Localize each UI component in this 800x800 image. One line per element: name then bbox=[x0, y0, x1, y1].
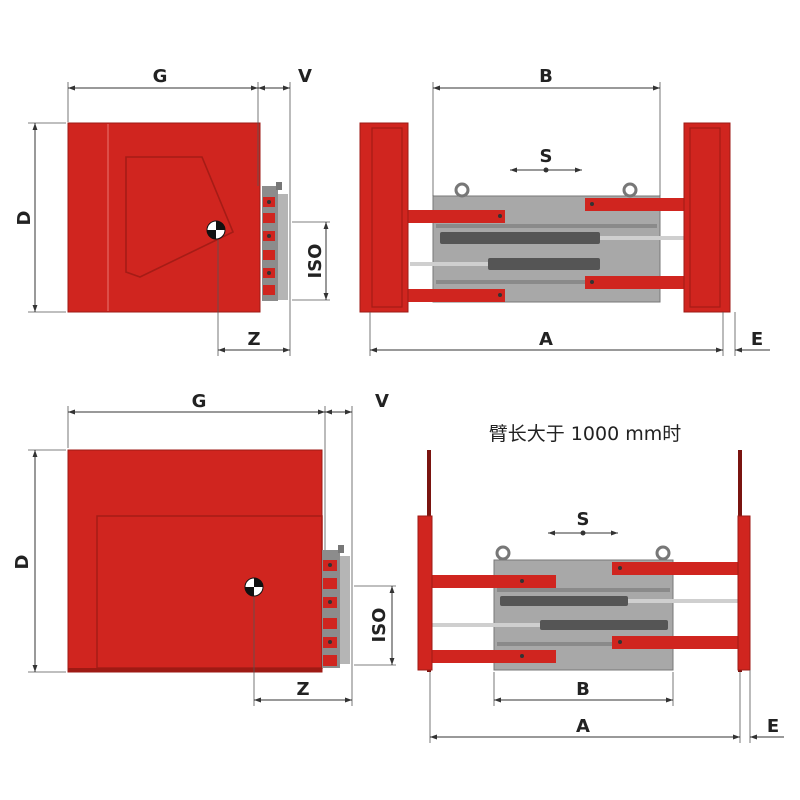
side-view-bottom: G V D ISO Z bbox=[12, 391, 396, 706]
label-g: G bbox=[153, 66, 168, 87]
load-box-inner bbox=[96, 515, 323, 669]
label-d: D bbox=[12, 555, 33, 570]
label-v: V bbox=[375, 391, 389, 412]
label-iso: ISO bbox=[369, 608, 390, 643]
center-of-gravity-marker bbox=[244, 577, 264, 597]
clamp-arm-left-upper bbox=[432, 575, 556, 588]
hydraulic-cylinder-upper bbox=[440, 232, 600, 244]
label-iso: ISO bbox=[305, 244, 326, 279]
label-b: B bbox=[539, 66, 553, 87]
hydraulic-cylinder-lower bbox=[540, 620, 668, 630]
front-view-bottom: 臂长大于 1000 mm时 bbox=[417, 423, 784, 743]
clamp-pad-right bbox=[683, 122, 731, 313]
label-s: S bbox=[540, 146, 553, 167]
box-trapezoid-panel bbox=[125, 156, 235, 278]
hydraulic-cylinder-upper bbox=[500, 596, 628, 606]
clamp-arm-right-upper bbox=[585, 198, 687, 211]
label-d: D bbox=[14, 211, 35, 226]
clamp-arm-right-lower bbox=[612, 636, 738, 649]
lifting-hook-right bbox=[622, 182, 638, 198]
hydraulic-cylinder-lower bbox=[488, 258, 600, 270]
label-e: E bbox=[751, 329, 763, 350]
clamp-arm-right-lower bbox=[585, 276, 687, 289]
side-view-top: G V D ISO Z bbox=[14, 66, 330, 356]
clamp-arm-left-lower bbox=[432, 650, 556, 663]
label-z: Z bbox=[247, 329, 260, 350]
lifting-hook-left bbox=[495, 545, 511, 561]
mounting-bracket bbox=[262, 182, 288, 301]
label-s: S bbox=[577, 509, 590, 530]
clamp-arm-left-long bbox=[417, 450, 433, 672]
clamp-arm-right-upper bbox=[612, 562, 738, 575]
clamp-arm-right-long bbox=[737, 450, 751, 672]
mounting-bracket bbox=[322, 545, 350, 668]
lifting-hook-right bbox=[655, 545, 671, 561]
label-a: A bbox=[576, 716, 590, 737]
label-z: Z bbox=[296, 679, 309, 700]
lifting-hook-left bbox=[454, 182, 470, 198]
label-v: V bbox=[298, 66, 312, 87]
clamp-arm-left-upper bbox=[405, 210, 505, 223]
label-a: A bbox=[539, 329, 553, 350]
label-e: E bbox=[767, 716, 779, 737]
long-arm-caption: 臂长大于 1000 mm时 bbox=[489, 423, 681, 445]
clamp-arm-left-lower bbox=[405, 289, 505, 302]
label-g: G bbox=[192, 391, 207, 412]
load-box bbox=[67, 122, 261, 313]
label-b: B bbox=[576, 679, 590, 700]
clamp-pad-left bbox=[359, 122, 409, 313]
center-of-gravity-marker bbox=[206, 220, 226, 240]
front-view-top: B S A E bbox=[359, 66, 770, 356]
